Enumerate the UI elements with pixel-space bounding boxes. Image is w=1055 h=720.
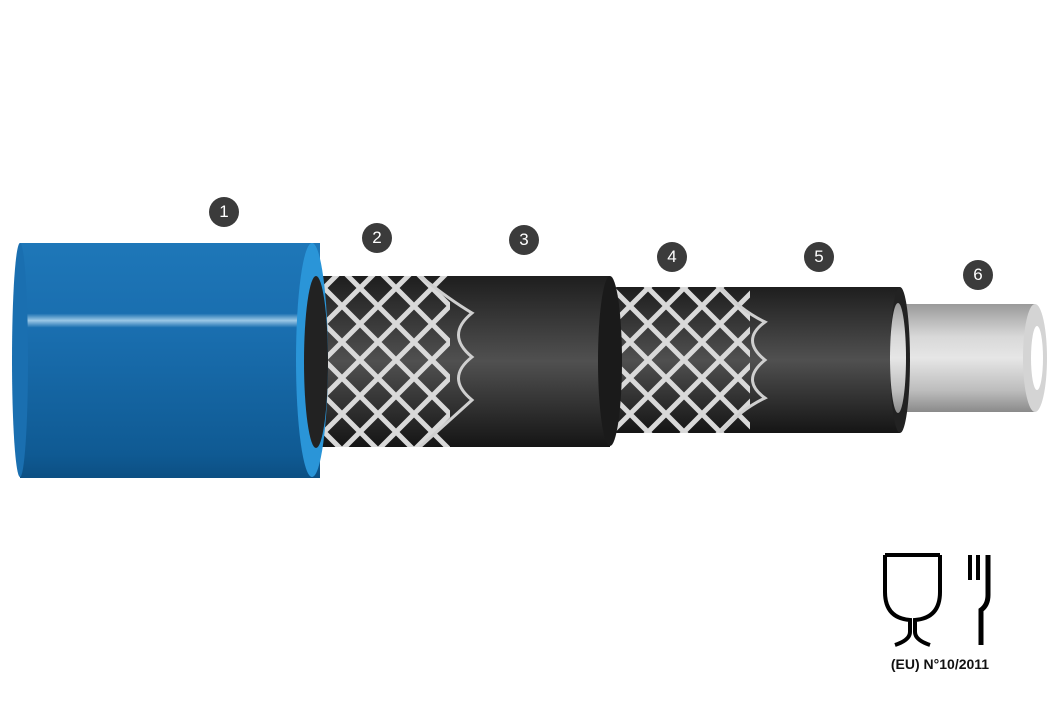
layer-4-braid — [600, 287, 768, 433]
layer-badge-2: 2 — [362, 223, 392, 253]
layer-6-inner-tube — [890, 304, 1047, 412]
layer-badge-4: 4 — [657, 242, 687, 272]
layer-badge-3: 3 — [509, 225, 539, 255]
layer-badge-6: 6 — [963, 260, 993, 290]
layer-1-blue-cover — [12, 243, 328, 478]
glass-and-fork-icon — [883, 553, 991, 647]
layer-badge-5: 5 — [804, 242, 834, 272]
food-contact-regulation: (EU) N°10/2011 — [890, 656, 990, 672]
layer-badge-1: 1 — [209, 197, 239, 227]
